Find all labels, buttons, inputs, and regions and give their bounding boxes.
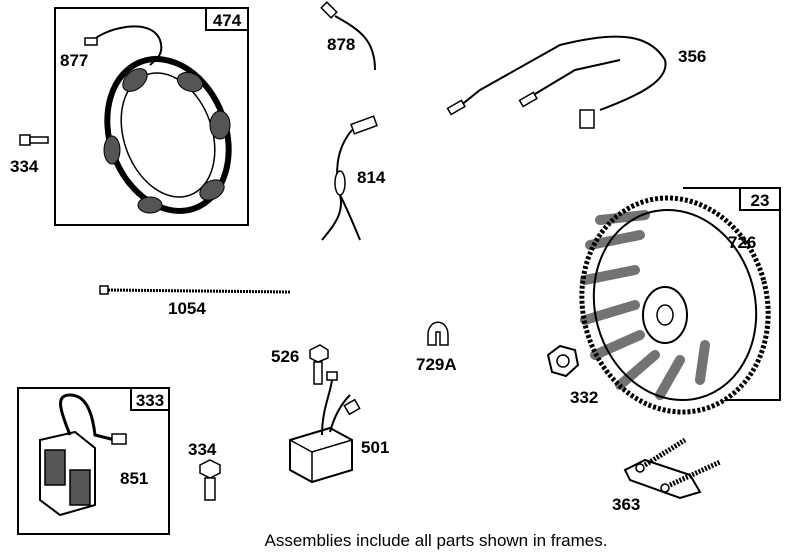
part-726: 726 <box>728 233 756 252</box>
part-356: 356 <box>678 47 706 66</box>
wire-814-drawing <box>321 115 378 241</box>
frame-333-label: 333 <box>136 391 164 410</box>
harness-356-drawing <box>446 35 667 129</box>
part-729a: 729A <box>416 355 457 374</box>
frame-474-label: 474 <box>213 11 242 30</box>
ignition-coil-drawing <box>39 393 127 517</box>
frame-333-tag <box>130 387 170 411</box>
armature-ring-drawing <box>84 25 232 214</box>
part-332: 332 <box>570 388 598 407</box>
frame-23: 23 <box>683 187 781 401</box>
part-334-top: 334 <box>10 157 39 176</box>
frame-23-label: 23 <box>751 191 770 210</box>
part-363: 363 <box>612 495 640 514</box>
part-526: 526 <box>271 347 299 366</box>
bolt-334-bottom-drawing <box>199 459 221 501</box>
part-814: 814 <box>357 168 386 187</box>
bolt-526-drawing <box>309 344 329 385</box>
bolt-334-top-drawing <box>19 134 49 146</box>
wire-878-drawing <box>320 1 376 71</box>
frame-474: 474 <box>54 7 249 226</box>
part-334-bottom: 334 <box>188 440 217 459</box>
part-1054: 1054 <box>168 299 206 318</box>
flywheel-drawing <box>579 195 771 415</box>
frame-23-tag <box>739 187 781 211</box>
grommet-729a-drawing <box>427 321 449 346</box>
part-877: 877 <box>60 51 88 70</box>
part-878: 878 <box>327 35 355 54</box>
caption: Assemblies include all parts shown in fr… <box>265 531 608 550</box>
bracket-363-drawing <box>623 437 722 500</box>
nut-332-drawing <box>546 344 580 378</box>
frame-333: 333 <box>17 387 170 535</box>
frame-474-tag <box>205 7 249 31</box>
part-501: 501 <box>361 438 389 457</box>
cable-tie-1054-drawing <box>99 285 291 295</box>
module-501-drawing <box>289 371 361 484</box>
part-851: 851 <box>120 469 148 488</box>
